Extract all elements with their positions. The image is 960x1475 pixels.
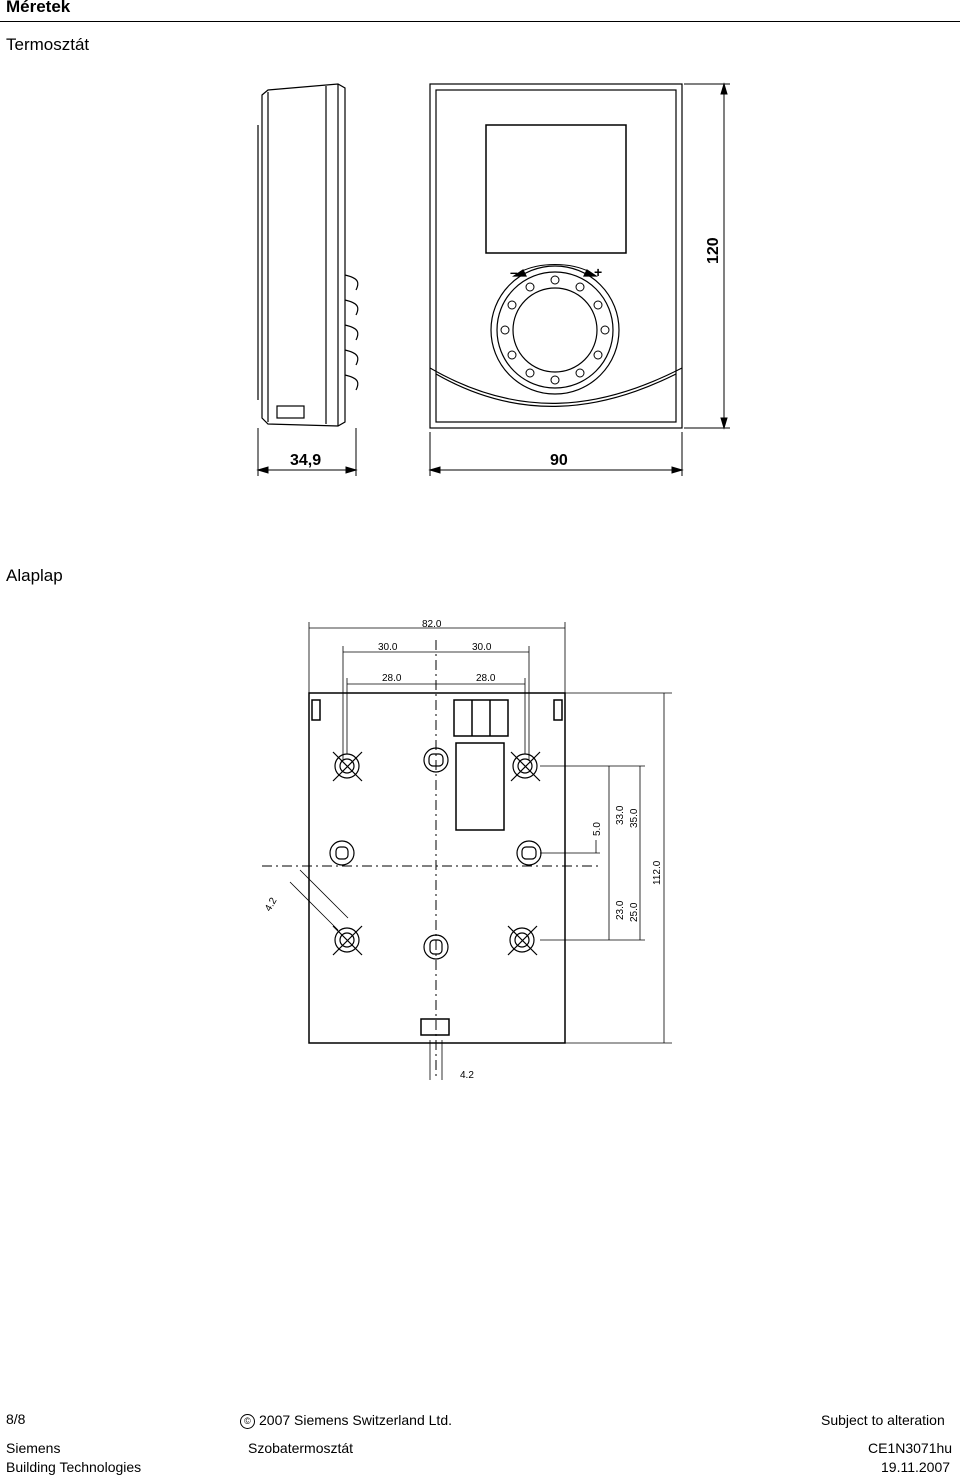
header-rule [0,21,960,22]
footer-division: Building Technologies [6,1459,142,1475]
dial-plus-label: + [594,264,602,280]
dim-overall-height: 112.0 [652,860,663,885]
dim-left-outer: 30.0 [378,642,398,653]
dial-minus-label: – [510,264,518,280]
footer-notice: Subject to alteration [821,1412,945,1428]
footer-copyright: ©2007 Siemens Switzerland Ltd. [240,1412,452,1429]
dim-hole-diagonal: 4.2 [263,896,280,914]
dim-25: 25.0 [629,902,640,922]
footer-company: Siemens [6,1440,61,1456]
footer-date: 19.11.2007 [881,1459,951,1475]
thermostat-front-view [429,83,683,429]
dial-markers [500,275,610,385]
baseplate-center-lines [262,640,600,1080]
section-title-baseplate: Alaplap [6,566,63,585]
dim-5: 5.0 [592,822,603,836]
section-title-thermostat: Termosztát [6,35,90,54]
footer-product: Szobatermosztát [248,1440,354,1456]
thermostat-dimension-drawing: – + 34,9 90 120 [256,82,730,476]
baseplate-dimension-drawing: 82.0 30.0 30.0 28.0 28.0 112.0 35.0 33.0… [262,619,672,1081]
height-dimension-label: 120 [705,237,722,264]
footer-doc-id: CE1N3071hu [868,1440,953,1456]
dim-right-inner: 28.0 [476,673,496,684]
baseplate-outline [308,692,566,1044]
depth-dimension-label: 34,9 [290,452,321,469]
dim-left-inner: 28.0 [382,673,402,684]
dim-35: 35.0 [629,808,640,828]
thermostat-side-view [257,83,359,427]
dim-33: 33.0 [615,805,626,825]
dim-23: 23.0 [615,900,626,920]
thermostat-dimension-lines [256,82,730,476]
dim-hole-bottom: 4.2 [460,1070,474,1081]
width-dimension-label: 90 [550,452,568,469]
dim-overall-width: 82.0 [422,619,442,630]
copyright-text: 2007 Siemens Switzerland Ltd. [259,1412,452,1428]
footer-page-number: 8/8 [6,1411,26,1427]
baseplate-holes [329,747,542,960]
dim-right-outer: 30.0 [472,642,492,653]
baseplate-dimension-lines [289,622,672,1080]
copyright-symbol: © [240,1413,255,1429]
page-heading: Méretek [6,0,71,16]
